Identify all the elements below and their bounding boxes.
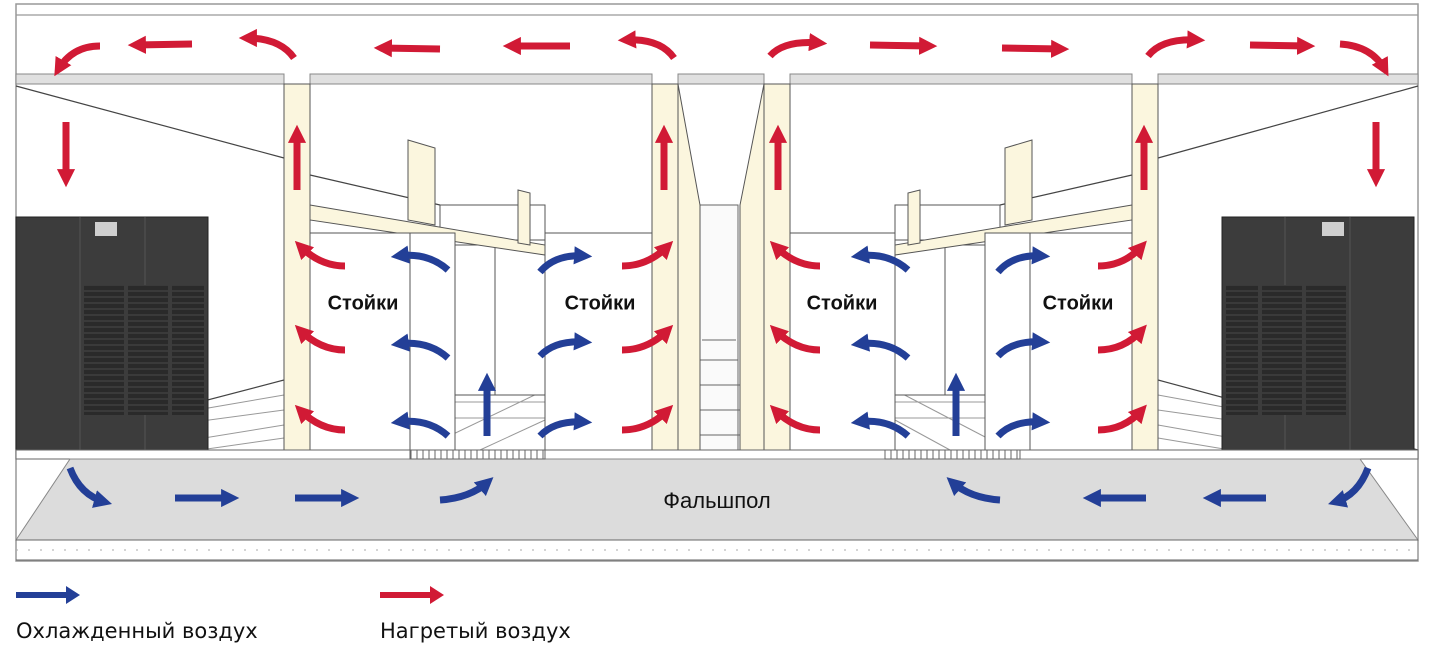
cold-air-arrow xyxy=(439,477,494,504)
hot-air-arrow xyxy=(1097,324,1147,354)
hot-air-arrow xyxy=(1001,39,1070,58)
hot-air-arrow xyxy=(769,324,821,354)
hot-air-arrow xyxy=(1339,40,1389,77)
hot-air-arrow xyxy=(621,324,674,354)
ceiling-tiles xyxy=(15,73,1419,85)
cold-air-arrow xyxy=(537,246,593,275)
crac-unit-left xyxy=(15,216,209,451)
hot-air-arrow xyxy=(294,240,346,270)
cold-air-arrow xyxy=(850,245,911,273)
legend-hot-air: Нагретый воздух xyxy=(380,585,640,645)
aisle-back xyxy=(694,204,744,451)
cold-air-arrow xyxy=(850,333,911,361)
cold-air-arrow xyxy=(995,412,1051,439)
raised-floor-label: Фальшпол xyxy=(663,488,771,513)
hot-aisle-partitions xyxy=(283,83,1159,451)
hot-air-arrow xyxy=(621,404,674,434)
hot-air-arrow xyxy=(869,36,938,55)
hot-air-arrow xyxy=(294,404,346,434)
rack-label-3: Стойки xyxy=(806,292,878,315)
hot-air-arrow xyxy=(238,28,297,61)
arrow-right-icon xyxy=(380,586,444,604)
crac-unit-right xyxy=(1221,216,1415,451)
legend-cold-air-label: Охлажденный воздух xyxy=(16,619,258,643)
cold-air-arrow xyxy=(390,245,451,273)
rack-label-1: Стойки xyxy=(327,292,399,315)
rack-label-2: Стойки xyxy=(564,292,636,315)
cold-air-arrow xyxy=(537,412,593,439)
cold-air-arrow xyxy=(995,246,1051,275)
hot-air-arrow xyxy=(769,404,821,434)
hot-air-arrow xyxy=(769,240,821,270)
hot-air-arrow xyxy=(621,240,674,270)
cold-air-arrow xyxy=(537,332,593,359)
hot-air-arrow xyxy=(1097,404,1147,434)
cold-air-arrow xyxy=(995,332,1051,359)
arrow-right-icon xyxy=(16,586,80,604)
hot-air-arrow xyxy=(54,42,101,77)
airflow-arrows xyxy=(54,28,1389,508)
legend-cold-air: Охлажденный воздух xyxy=(16,585,316,645)
rack-label-4: Стойки xyxy=(1042,292,1114,315)
cold-air-arrow xyxy=(390,411,451,439)
cold-air-arrow xyxy=(66,466,113,508)
containment-roof-left xyxy=(309,139,546,256)
raised-floor xyxy=(15,449,1419,561)
cold-air-arrow xyxy=(850,411,911,439)
cold-air-arrow xyxy=(946,477,1001,504)
hot-air-arrow xyxy=(373,39,441,58)
hot-air-arrow xyxy=(294,324,346,354)
legend-hot-air-label: Нагретый воздух xyxy=(380,619,571,643)
hot-air-arrow xyxy=(1097,240,1147,270)
hot-air-arrow xyxy=(767,33,828,59)
hot-air-arrow xyxy=(617,30,677,61)
airflow-diagram xyxy=(15,3,1419,562)
hot-air-arrow xyxy=(127,35,193,54)
cold-air-arrow xyxy=(1328,466,1372,508)
cold-air-arrow xyxy=(390,333,451,361)
hot-air-arrow xyxy=(1249,36,1316,55)
hot-air-arrow xyxy=(1145,30,1206,59)
